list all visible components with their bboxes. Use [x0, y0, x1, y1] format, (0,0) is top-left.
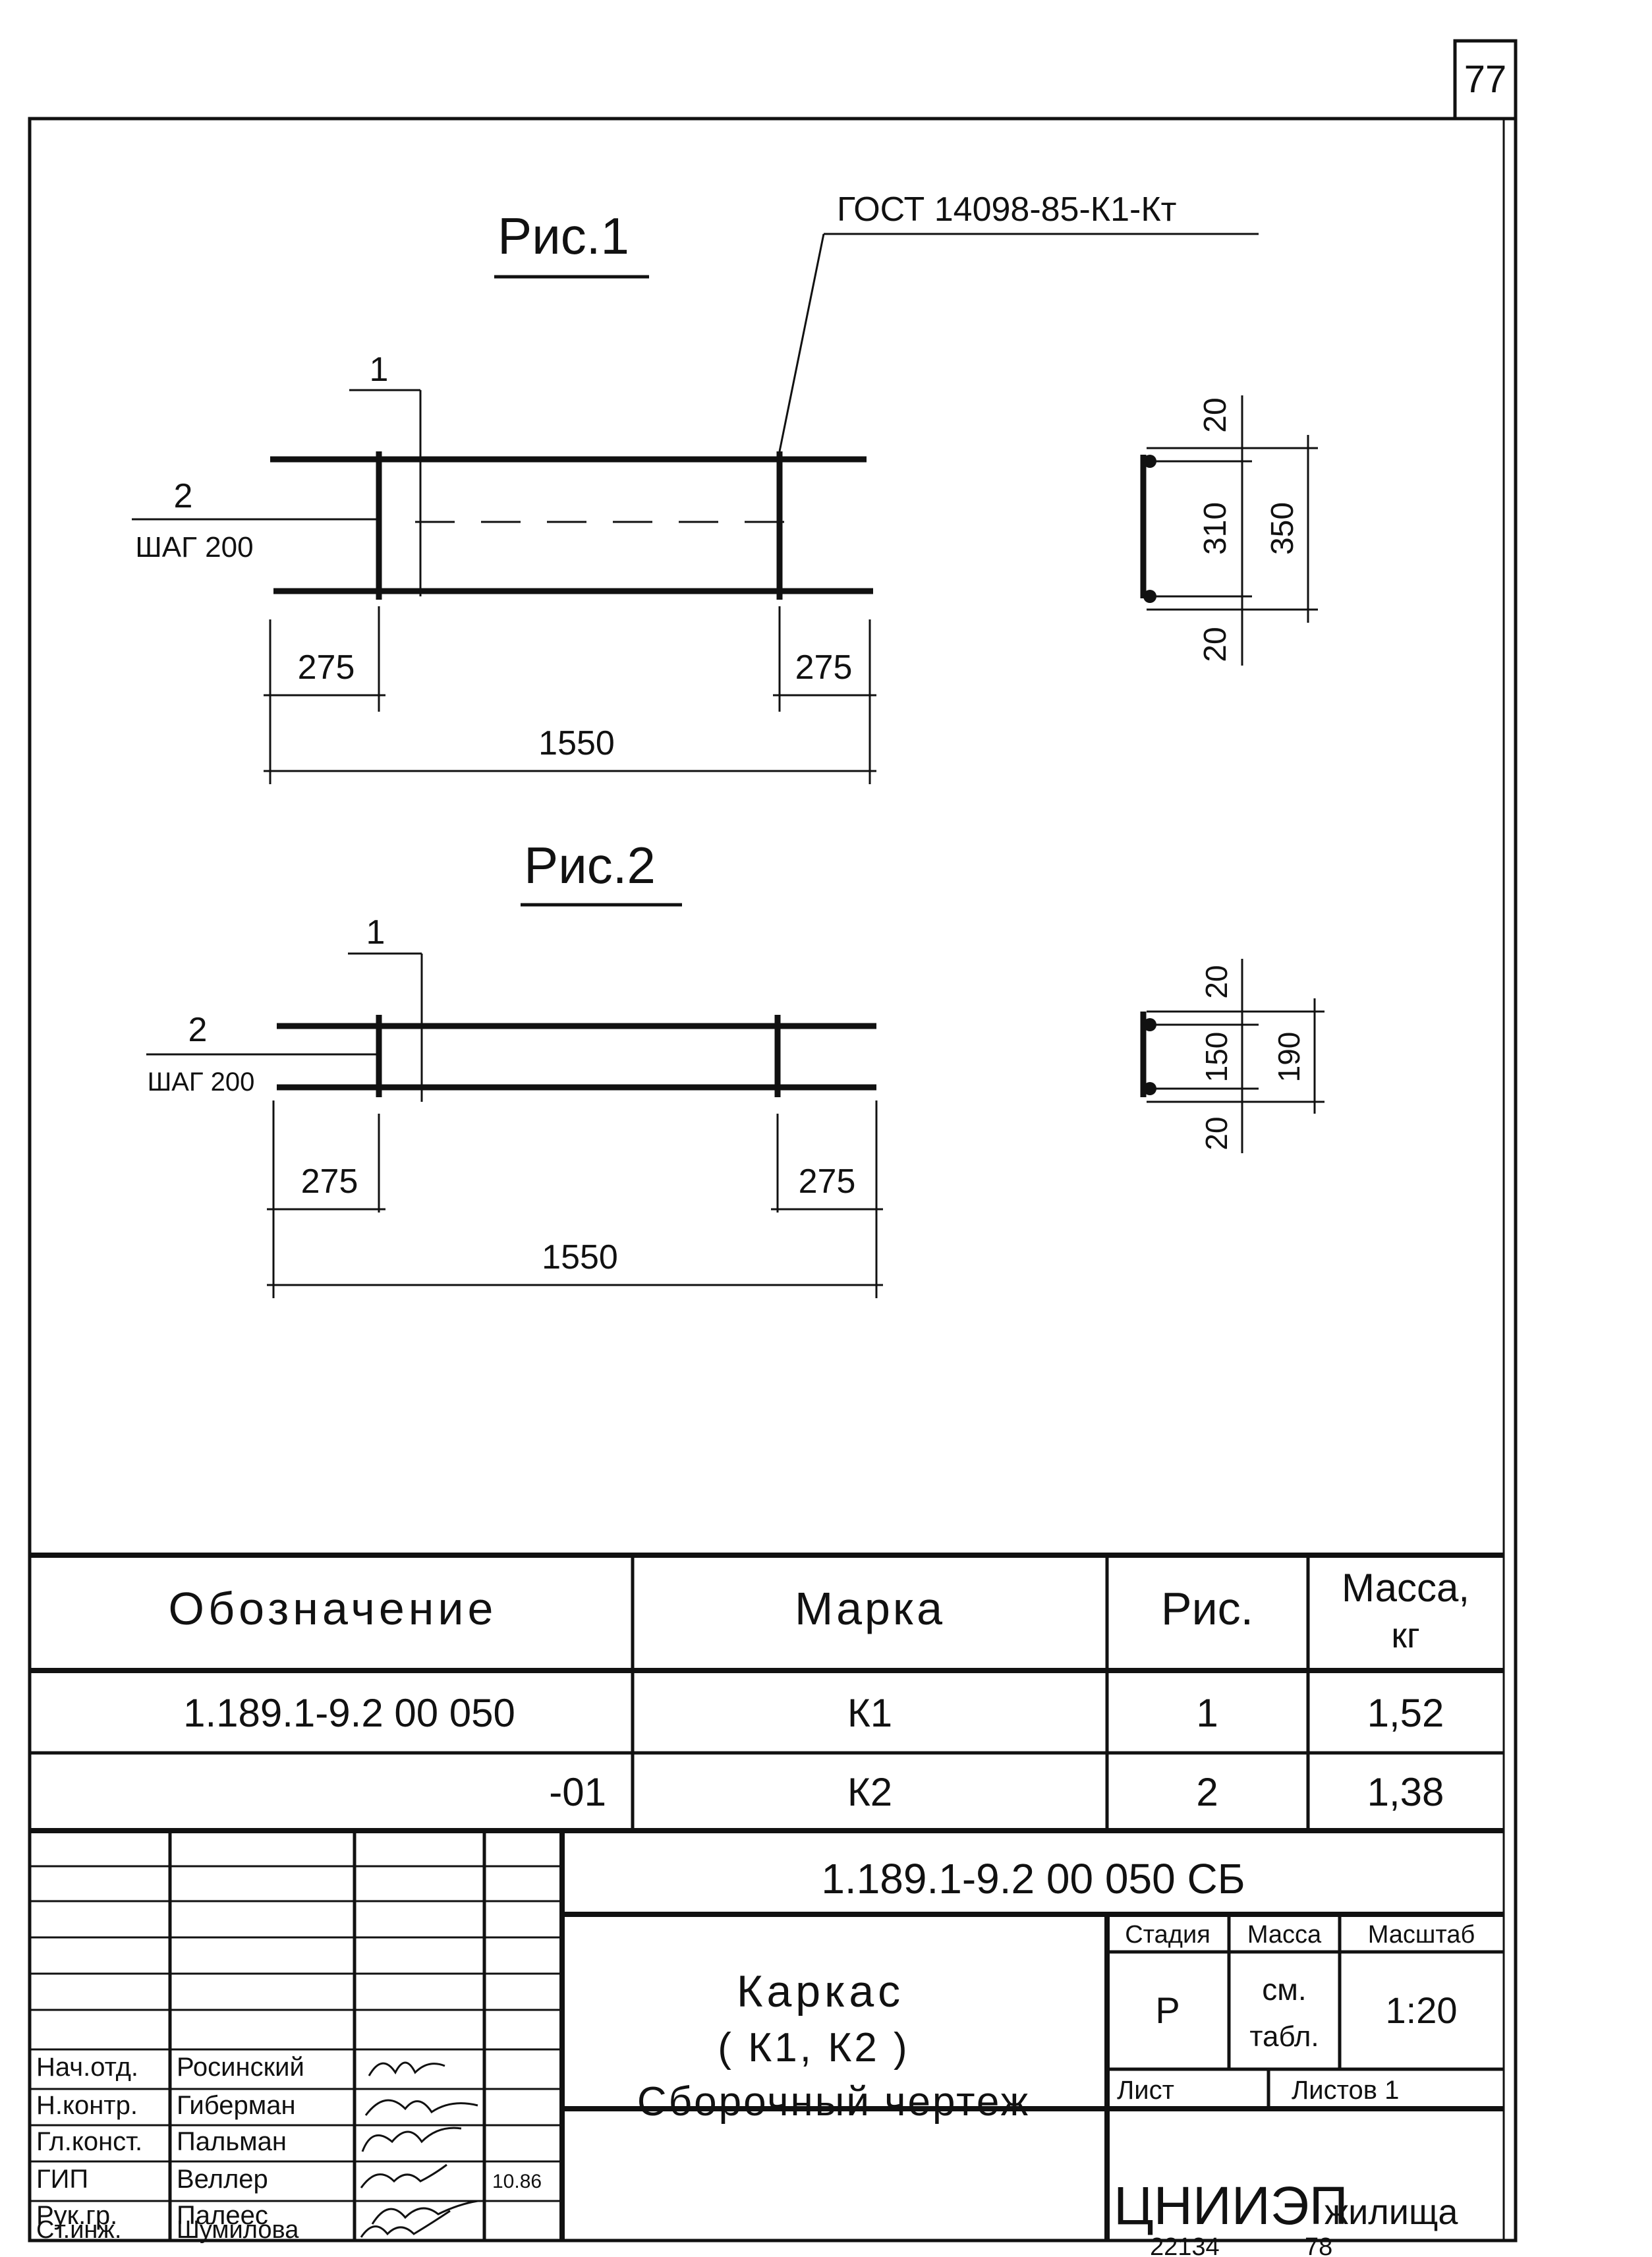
fig1-step-label: ШАГ 200 [135, 531, 253, 563]
fig2-dim-left: 275 [301, 1162, 358, 1201]
name-norm-control: Гиберман [177, 2091, 296, 2120]
signature-4 [360, 2163, 447, 2188]
stage-value: Р [1155, 1989, 1180, 2031]
fig1-dim-total: 1550 [538, 724, 615, 762]
fig2-section-mid: 150 [1199, 1032, 1234, 1083]
fig2-pos2-label: 2 [188, 1011, 208, 1049]
fig1-gost-note: ГОСТ 14098-85-К1-Кт [837, 190, 1176, 229]
signature-5 [371, 2200, 478, 2225]
role-chief-engineer: ГИП [36, 2165, 88, 2194]
organization-sub: жилища [1324, 2192, 1458, 2232]
signature-6 [360, 2210, 451, 2238]
table-row: 1.189.1-9.2 00 050 К1 1 1,52 [183, 1691, 1444, 1735]
row2-figure: 2 [1196, 1770, 1218, 1814]
fig1-section-total: 350 [1265, 502, 1300, 555]
fig1-section-top: 20 [1198, 397, 1233, 432]
header-figure: Рис. [1161, 1583, 1253, 1634]
signature-3 [361, 2127, 462, 2152]
mass-value-line1: см. [1262, 1972, 1306, 2007]
sign-date: 10.86 [492, 2171, 542, 2192]
title-name-line2: ( К1, К2 ) [718, 2025, 909, 2071]
page-number: 77 [1464, 58, 1507, 101]
fig2-pos1-label: 1 [366, 913, 385, 952]
fig2-step-label: ШАГ 200 [148, 1068, 255, 1097]
stage-label: Стадия [1125, 1921, 1211, 1949]
name-group-lead: Палеес [177, 2201, 268, 2230]
document-code: 1.189.1-9.2 00 050 СБ [821, 1855, 1245, 1902]
fig2-dim-total: 1550 [542, 1238, 618, 1276]
gost-leader-line [778, 233, 825, 452]
signature-2 [364, 2099, 478, 2116]
role-senior-engineer: Ст.инж. [36, 2216, 121, 2244]
sheet-label: Лист [1117, 2076, 1174, 2105]
scale-value: 1:20 [1386, 1989, 1458, 2031]
sheets-label: Листов 1 [1292, 2076, 1399, 2105]
fig1-dim-left: 275 [298, 648, 355, 687]
fig2-title: Рис.2 [524, 836, 656, 894]
header-mass-line2: кг [1391, 1616, 1419, 1655]
fig2-dim-right: 275 [799, 1162, 856, 1201]
row2-designation: -01 [549, 1770, 606, 1814]
title-name-line1: Каркас [737, 1966, 904, 2016]
name-head-of-dept: Росинский [177, 2053, 304, 2082]
row1-figure: 1 [1196, 1691, 1218, 1735]
role-chief-designer: Гл.конст. [36, 2127, 142, 2156]
fig1-title: Рис.1 [498, 207, 629, 265]
inventory-number: 22134 [1150, 2233, 1220, 2257]
name-chief-designer: Пальман [177, 2127, 287, 2156]
header-mark: Марка [795, 1583, 945, 1634]
name-chief-engineer: Веллер [177, 2165, 268, 2194]
mass-label: Масса [1247, 1921, 1322, 1949]
fig1-section-bottom: 20 [1198, 627, 1233, 662]
table-row: -01 К2 2 1,38 [549, 1770, 1444, 1814]
role-head-of-dept: Нач.отд. [36, 2053, 138, 2082]
scale-label: Масштаб [1368, 1921, 1475, 1949]
sheet-frame [28, 117, 1518, 2243]
name-senior-engineer: Шумилова [177, 2216, 299, 2244]
figure-1: Рис.1 ГОСТ 14098-85-К1-Кт 1 2 ШАГ 200 27… [132, 190, 1318, 784]
signatures [360, 2061, 478, 2238]
row1-mass: 1,52 [1367, 1691, 1444, 1735]
fig2-section-total: 190 [1272, 1032, 1306, 1083]
figure-2: Рис.2 1 2 ШАГ 200 275 275 1550 20 150 2 [146, 836, 1324, 1298]
fig2-section-bottom: 20 [1199, 1116, 1234, 1150]
row1-designation: 1.189.1-9.2 00 050 [183, 1691, 515, 1735]
fig1-pos2-label: 2 [174, 477, 193, 515]
organization-main: ЦНИИЭП [1114, 2176, 1348, 2236]
fig2-section-top: 20 [1199, 965, 1234, 998]
fig1-pos1-label: 1 [370, 351, 389, 389]
mass-value-line2: табл. [1249, 2020, 1319, 2053]
title-block: Нач.отд. Росинский Н.контр. Гиберман Гл.… [30, 1831, 1504, 2244]
header-mass-line1: Масса, [1342, 1566, 1469, 1610]
header-designation: Обозначение [169, 1583, 498, 1634]
row1-mark: К1 [847, 1691, 892, 1735]
spec-table: Обозначение Марка Рис. Масса, кг 1.189.1… [30, 1553, 1504, 1833]
role-norm-control: Н.контр. [36, 2091, 138, 2120]
copy-number: 78 [1305, 2233, 1332, 2257]
page-number-box: 77 [1453, 39, 1518, 121]
row2-mark: К2 [847, 1770, 892, 1814]
role-group-lead: Рук.гр. [36, 2201, 117, 2230]
fig1-section-mid: 310 [1198, 502, 1233, 555]
fig1-dim-right: 275 [795, 648, 853, 687]
signature-1 [368, 2061, 445, 2076]
title-name-line3: Сборочный чертеж [637, 2079, 1030, 2125]
row2-mass: 1,38 [1367, 1770, 1444, 1814]
